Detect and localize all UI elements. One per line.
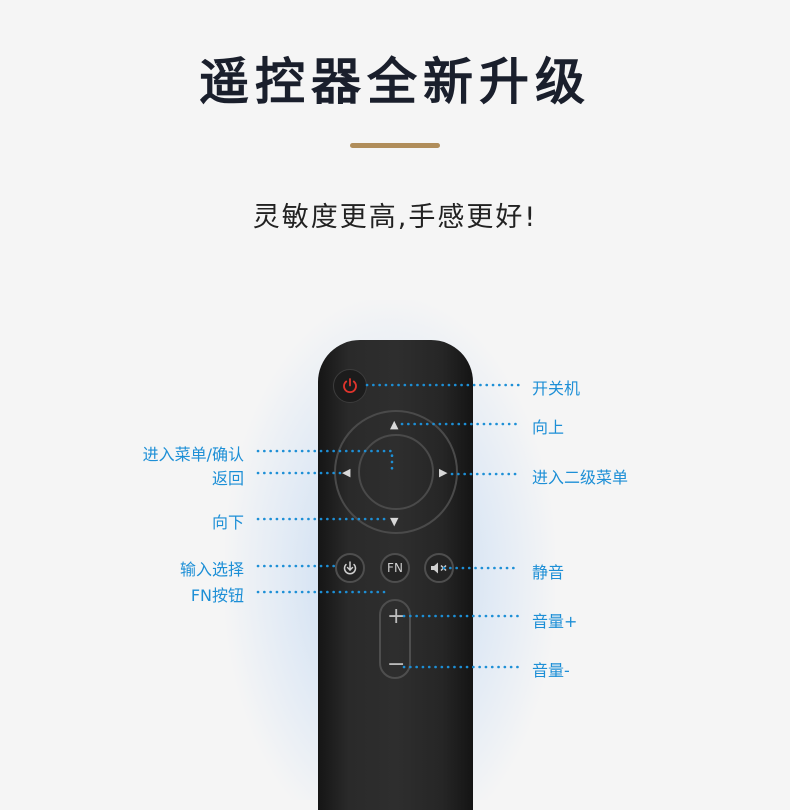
label-up: 向上: [532, 418, 565, 437]
plus-icon[interactable]: +: [387, 604, 406, 629]
page-title: 遥控器全新升级: [199, 53, 591, 111]
title-divider: [350, 143, 440, 148]
label-submenu: 进入二级菜单: [532, 468, 629, 487]
fn-button-label: FN: [387, 561, 403, 575]
input-select-button[interactable]: [335, 553, 365, 583]
arrow-left-icon[interactable]: ◀: [342, 466, 351, 479]
input-select-icon: [343, 561, 357, 575]
power-icon: [343, 378, 357, 393]
mute-button[interactable]: [424, 553, 454, 583]
label-menu-ok: 进入菜单/确认: [142, 445, 244, 464]
arrow-up-icon[interactable]: ▲: [390, 418, 399, 431]
volume-rocker[interactable]: [379, 599, 411, 679]
label-back: 返回: [211, 469, 244, 488]
label-vol-up: 音量+: [532, 612, 578, 631]
dpad-ok-button[interactable]: [358, 434, 434, 510]
minus-icon[interactable]: −: [387, 652, 406, 677]
power-button[interactable]: [333, 369, 367, 403]
label-power: 开关机: [532, 379, 581, 398]
label-mute: 静音: [532, 563, 565, 582]
label-down: 向下: [211, 513, 244, 532]
fn-button[interactable]: FN: [380, 553, 410, 583]
page-subtitle: 灵敏度更高,手感更好!: [252, 202, 538, 233]
label-input-select: 输入选择: [179, 560, 244, 579]
mute-icon: [431, 562, 447, 574]
arrow-right-icon[interactable]: ▶: [439, 466, 448, 479]
arrow-down-icon[interactable]: ▼: [390, 515, 399, 528]
label-fn-button: FN按钮: [190, 586, 244, 605]
label-vol-down: 音量-: [532, 661, 570, 680]
